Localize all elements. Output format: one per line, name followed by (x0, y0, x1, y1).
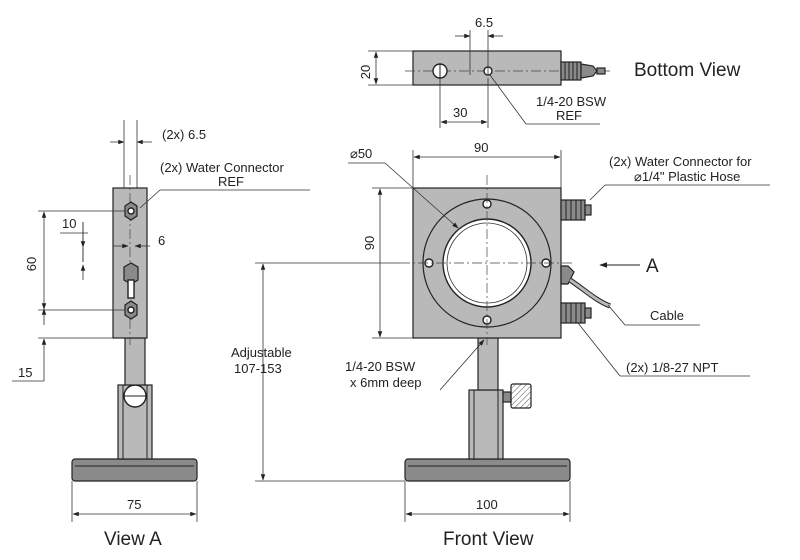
front-post (468, 389, 504, 460)
dim-2x-6-5: (2x) 6.5 (162, 127, 206, 142)
front-water-connector-label-2: ⌀1/4" Plastic Hose (634, 169, 740, 184)
bottom-view: 6.5 20 30 1/4-20 BSW REF Bottom View (358, 15, 741, 128)
dim-30: 30 (453, 105, 467, 120)
leader-line (384, 162, 459, 229)
dim-60: 60 (24, 257, 39, 271)
leader-line (489, 74, 527, 125)
dim-90-height: 90 (362, 236, 377, 250)
side-view: (2x) 6.5 (2x) Water Connector REF 10 6 6… (12, 120, 310, 550)
side-water-connector-label-2: REF (218, 174, 244, 189)
side-cable-gland-icon (123, 262, 139, 299)
front-base (404, 458, 571, 482)
npt-label: (2x) 1/8-27 NPT (626, 360, 719, 375)
front-water-connector-lower-icon (560, 302, 592, 324)
leader-line (139, 189, 161, 209)
bsw-deep-label: 1/4-20 BSW (345, 359, 416, 374)
view-a-title: View A (104, 529, 162, 550)
bottom-view-title: Bottom View (634, 60, 741, 81)
dim-20: 20 (358, 65, 373, 79)
view-a-marker: A (646, 256, 659, 277)
leader-line (577, 322, 621, 377)
adjustable-label: Adjustable (231, 345, 292, 360)
thumbscrew-icon (502, 383, 532, 409)
bsw-deep-label-2: x 6mm deep (350, 375, 422, 390)
bottom-water-connector-icon (560, 61, 606, 81)
dim-75: 75 (127, 497, 141, 512)
cable-label: Cable (650, 308, 684, 323)
dim-90-width: 90 (474, 140, 488, 155)
side-water-connector-label: (2x) Water Connector (160, 160, 284, 175)
cable-icon (560, 265, 611, 309)
front-post-rod (477, 337, 499, 391)
adjustable-range: 107-153 (234, 361, 282, 376)
leader-line (589, 184, 606, 201)
side-water-connector-lower-icon (124, 300, 138, 320)
leader-line (439, 339, 485, 391)
dim-diameter-50: ⌀50 (350, 146, 372, 161)
dim-10: 10 (62, 216, 76, 231)
bsw-ref-label-2: REF (556, 108, 582, 123)
front-view: 90 90 ⌀50 Adjustable 107-153 100 1/4-20 … (231, 140, 770, 550)
dim-100: 100 (476, 497, 498, 512)
front-water-connector-label: (2x) Water Connector for (609, 154, 752, 169)
front-view-title: Front View (443, 529, 534, 550)
dim-6: 6 (158, 233, 165, 248)
side-water-connector-upper-icon (124, 201, 138, 221)
front-water-connector-upper-icon (560, 199, 592, 221)
bsw-ref-label: 1/4-20 BSW (536, 94, 607, 109)
side-post-rod (124, 337, 146, 386)
leader-line (607, 304, 626, 326)
dim-6-5: 6.5 (475, 15, 493, 30)
side-base (71, 458, 198, 482)
dim-15: 15 (18, 365, 32, 380)
